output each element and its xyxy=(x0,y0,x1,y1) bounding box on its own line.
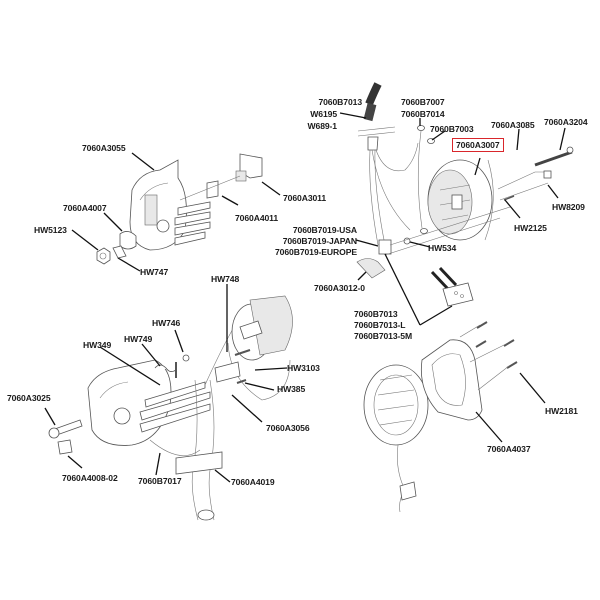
part-label-W689-1[interactable]: W689-1 xyxy=(307,121,338,131)
part-label-7060B7013-cord[interactable]: 7060B7013 xyxy=(318,97,362,107)
gun-body-illustration xyxy=(87,359,211,456)
part-label-HW534[interactable]: HW534 xyxy=(428,243,457,253)
part-label-7060A3085[interactable]: 7060A3085 xyxy=(491,120,535,130)
end-cap-7060A4037-illustration xyxy=(420,321,518,421)
part-label-7060A4019[interactable]: 7060A4019 xyxy=(231,477,275,487)
bracket-7060A3011-illustration xyxy=(179,153,263,201)
part-label-HW385[interactable]: HW385 xyxy=(277,384,306,394)
part-label-7060B7019-USA[interactable]: 7060B7019-USA xyxy=(292,225,357,235)
part-label-HW2125[interactable]: HW2125 xyxy=(514,223,547,233)
springs-and-screws-illustration xyxy=(48,349,251,455)
part-label-W6195[interactable]: W6195 xyxy=(310,109,337,119)
part-label-HW349[interactable]: HW349 xyxy=(83,340,112,350)
part-label-7060A3204[interactable]: 7060A3204 xyxy=(544,117,588,127)
part-label-7060A3012-0[interactable]: 7060A3012-0 xyxy=(314,283,365,293)
part-label-7060A3007-highlighted[interactable]: 7060A3007 xyxy=(452,138,504,152)
terminal-block-illustration xyxy=(430,266,474,307)
part-label-7060A3056[interactable]: 7060A3056 xyxy=(266,423,310,433)
part-label-7060B7019-JAPAN[interactable]: 7060B7019-JAPAN xyxy=(282,236,357,246)
part-label-7060A4008-02[interactable]: 7060A4008-02 xyxy=(62,473,118,483)
part-label-7060B7013-5M[interactable]: 7060B7013-5M xyxy=(354,331,413,341)
part-label-7060A4007[interactable]: 7060A4007 xyxy=(63,203,107,213)
part-label-HW749[interactable]: HW749 xyxy=(124,334,153,344)
part-label-7060A3055[interactable]: 7060A3055 xyxy=(82,143,126,153)
leader-lines xyxy=(44,112,566,483)
part-label-7060B7013-cord-set[interactable]: 7060B7013 xyxy=(354,309,398,319)
housing-7060A3055-illustration xyxy=(129,159,211,251)
part-label-7060A4011[interactable]: 7060A4011 xyxy=(235,213,279,223)
part-label-7060A3025[interactable]: 7060A3025 xyxy=(7,393,51,403)
rear-heater-illustration xyxy=(227,295,293,401)
cable-sleeve-illustration xyxy=(357,82,419,246)
part-label-HW2181[interactable]: HW2181 xyxy=(545,406,578,416)
part-label-7060A4037[interactable]: 7060A4037 xyxy=(487,444,531,454)
part-label-7060B7007[interactable]: 7060B7007 xyxy=(401,97,445,107)
connector-block-illustration xyxy=(356,206,511,279)
part-label-HW3103[interactable]: HW3103 xyxy=(287,363,320,373)
part-label-7060B7017[interactable]: 7060B7017 xyxy=(138,476,182,486)
screw-7060A3204-illustration xyxy=(497,146,574,201)
part-label-7060B7014[interactable]: 7060B7014 xyxy=(401,109,445,119)
part-label-HW747[interactable]: HW747 xyxy=(140,267,169,277)
part-label-7060B7003[interactable]: 7060B7003 xyxy=(430,124,474,134)
fan-housing-illustration xyxy=(363,364,429,513)
part-label-7060B7013-L[interactable]: 7060B7013-L xyxy=(354,320,406,330)
heater-element-illustration xyxy=(427,159,494,241)
part-label-7060A3011[interactable]: 7060A3011 xyxy=(283,193,327,203)
small-parts-left-illustration xyxy=(96,231,137,265)
part-label-HW748[interactable]: HW748 xyxy=(211,274,240,284)
part-label-7060B7019-EUROPE[interactable]: 7060B7019-EUROPE xyxy=(275,247,357,257)
part-label-HW8209[interactable]: HW8209 xyxy=(552,202,585,212)
part-label-HW746[interactable]: HW746 xyxy=(152,318,181,328)
ring-terminals-illustration xyxy=(417,125,435,234)
part-label-HW5123[interactable]: HW5123 xyxy=(34,225,67,235)
